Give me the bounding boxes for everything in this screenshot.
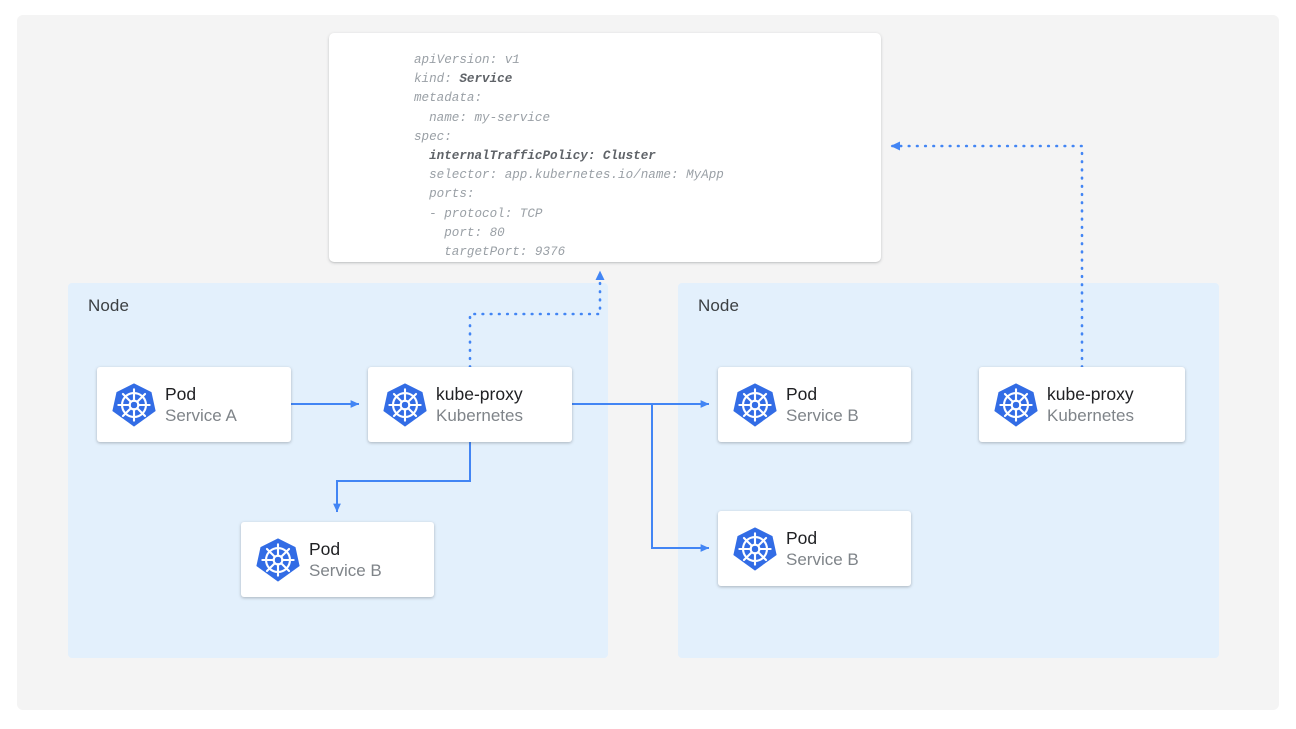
card-title: Pod [165, 383, 197, 404]
kubernetes-icon [733, 382, 777, 427]
card-subtitle: Kubernetes [436, 405, 523, 425]
card-title: Pod [309, 538, 341, 559]
card-subtitle: Kubernetes [1047, 405, 1134, 425]
service-manifest-code: apiVersion: v1 kind: Service metadata: n… [414, 53, 724, 260]
card-title: Pod [786, 383, 818, 404]
card-subtitle: Service B [309, 560, 382, 580]
card-subtitle: Service B [786, 405, 859, 425]
kubernetes-icon [112, 382, 156, 427]
kubernetes-icon [383, 382, 427, 427]
card-pod-service-b-remote-2[interactable]: Pod Service B [718, 511, 911, 586]
card-text: kube-proxy Kubernetes [1047, 383, 1134, 426]
card-text: kube-proxy Kubernetes [436, 383, 523, 426]
kubernetes-icon [994, 382, 1038, 427]
node-label: Node [698, 296, 740, 315]
kubernetes-icon [256, 537, 300, 582]
node-container-left: Node [68, 283, 608, 658]
service-manifest-card: apiVersion: v1 kind: Service metadata: n… [329, 33, 881, 262]
card-subtitle: Service B [786, 549, 859, 569]
kubernetes-icon [733, 526, 777, 571]
card-text: Pod Service B [786, 383, 859, 426]
card-title: kube-proxy [1047, 383, 1134, 404]
card-pod-service-b-remote-1[interactable]: Pod Service B [718, 367, 911, 442]
node-container-right: Node [678, 283, 1219, 658]
card-kube-proxy-left[interactable]: kube-proxy Kubernetes [368, 367, 572, 442]
card-kube-proxy-right[interactable]: kube-proxy Kubernetes [979, 367, 1185, 442]
card-text: Pod Service B [786, 527, 859, 570]
card-pod-service-a[interactable]: Pod Service A [97, 367, 291, 442]
card-text: Pod Service A [165, 383, 237, 426]
card-subtitle: Service A [165, 405, 237, 425]
card-pod-service-b-local[interactable]: Pod Service B [241, 522, 434, 597]
node-label: Node [88, 296, 130, 315]
card-text: Pod Service B [309, 538, 382, 581]
card-title: kube-proxy [436, 383, 523, 404]
card-title: Pod [786, 527, 818, 548]
